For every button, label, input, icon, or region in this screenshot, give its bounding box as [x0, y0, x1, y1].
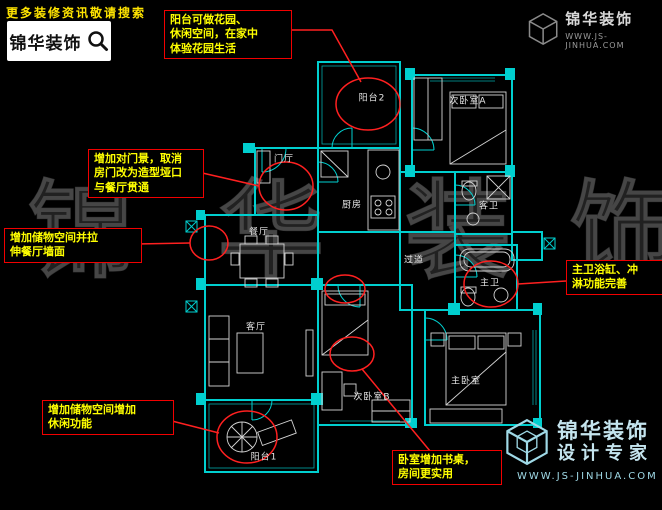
watermark-char: 华	[218, 168, 325, 293]
brand-top-right-website: WWW.JS-JINHUA.COM	[565, 32, 625, 50]
callout-storage-leisure: 增加储物空间增加 休闲功能	[42, 400, 174, 435]
brand-bottom-right-name: 锦华装饰	[557, 419, 649, 444]
room-label-master-bedroom: 主卧室	[450, 376, 482, 387]
cube-logo-icon	[506, 418, 548, 466]
room-label-guest-bath: 客卫	[478, 201, 500, 212]
search-tagline: 更多装修资讯敬请搜索	[6, 6, 147, 20]
room-label-bedroom-b: 次卧室B	[353, 392, 391, 403]
wall-piers	[196, 68, 542, 428]
room-label-corridor: 过道	[403, 255, 425, 266]
room-label-dining: 餐厅	[248, 227, 270, 238]
room-label-balcony1: 阳台1	[250, 452, 278, 463]
callout-master-bath: 主卫浴缸、冲 淋功能完善	[566, 260, 662, 295]
header-logo-label: 锦华装饰	[9, 33, 82, 54]
brand-bottom-right-website: WWW.JS-JINHUA.COM	[517, 471, 658, 482]
callout-storage-dining-wall: 增加储物空间并拉 伸餐厅墙面	[4, 228, 142, 263]
room-label-bedroom-a: 次卧室A	[449, 96, 487, 107]
magnifier-icon	[87, 31, 108, 51]
callout-door-view: 增加对门景，取消 房门改为造型垭口 与餐厅贯通	[88, 149, 204, 198]
room-label-balcony2: 阳台2	[358, 93, 386, 104]
watermark-char: 装	[405, 168, 512, 293]
door-arcs	[251, 127, 478, 421]
room-label-kitchen: 厨房	[341, 200, 363, 211]
room-label-living: 客厅	[245, 322, 267, 333]
callout-balcony-garden: 阳台可做花园、 休闲空间，在家中 体验花园生活	[164, 10, 292, 59]
column-markers	[185, 220, 556, 313]
callout-bedroom-desk: 卧室增加书桌， 房间更实用	[392, 450, 502, 485]
brand-top-right-name: 锦华装饰	[565, 10, 634, 28]
red-annotation-marks	[135, 29, 567, 464]
brand-bottom-right: 锦华装饰 设计专家 WWW.JS-JINHUA.COM	[505, 418, 658, 482]
header-logo: 锦华装饰	[7, 21, 111, 61]
brand-top-right: 锦华装饰 WWW.JS-JINHUA.COM	[528, 8, 662, 50]
cube-logo-icon	[528, 13, 558, 45]
brand-bottom-right-slogan: 设计专家	[557, 443, 653, 465]
room-label-master-bath: 主卫	[479, 278, 501, 289]
room-label-foyer: 门厅	[273, 154, 295, 165]
furniture	[208, 77, 522, 453]
